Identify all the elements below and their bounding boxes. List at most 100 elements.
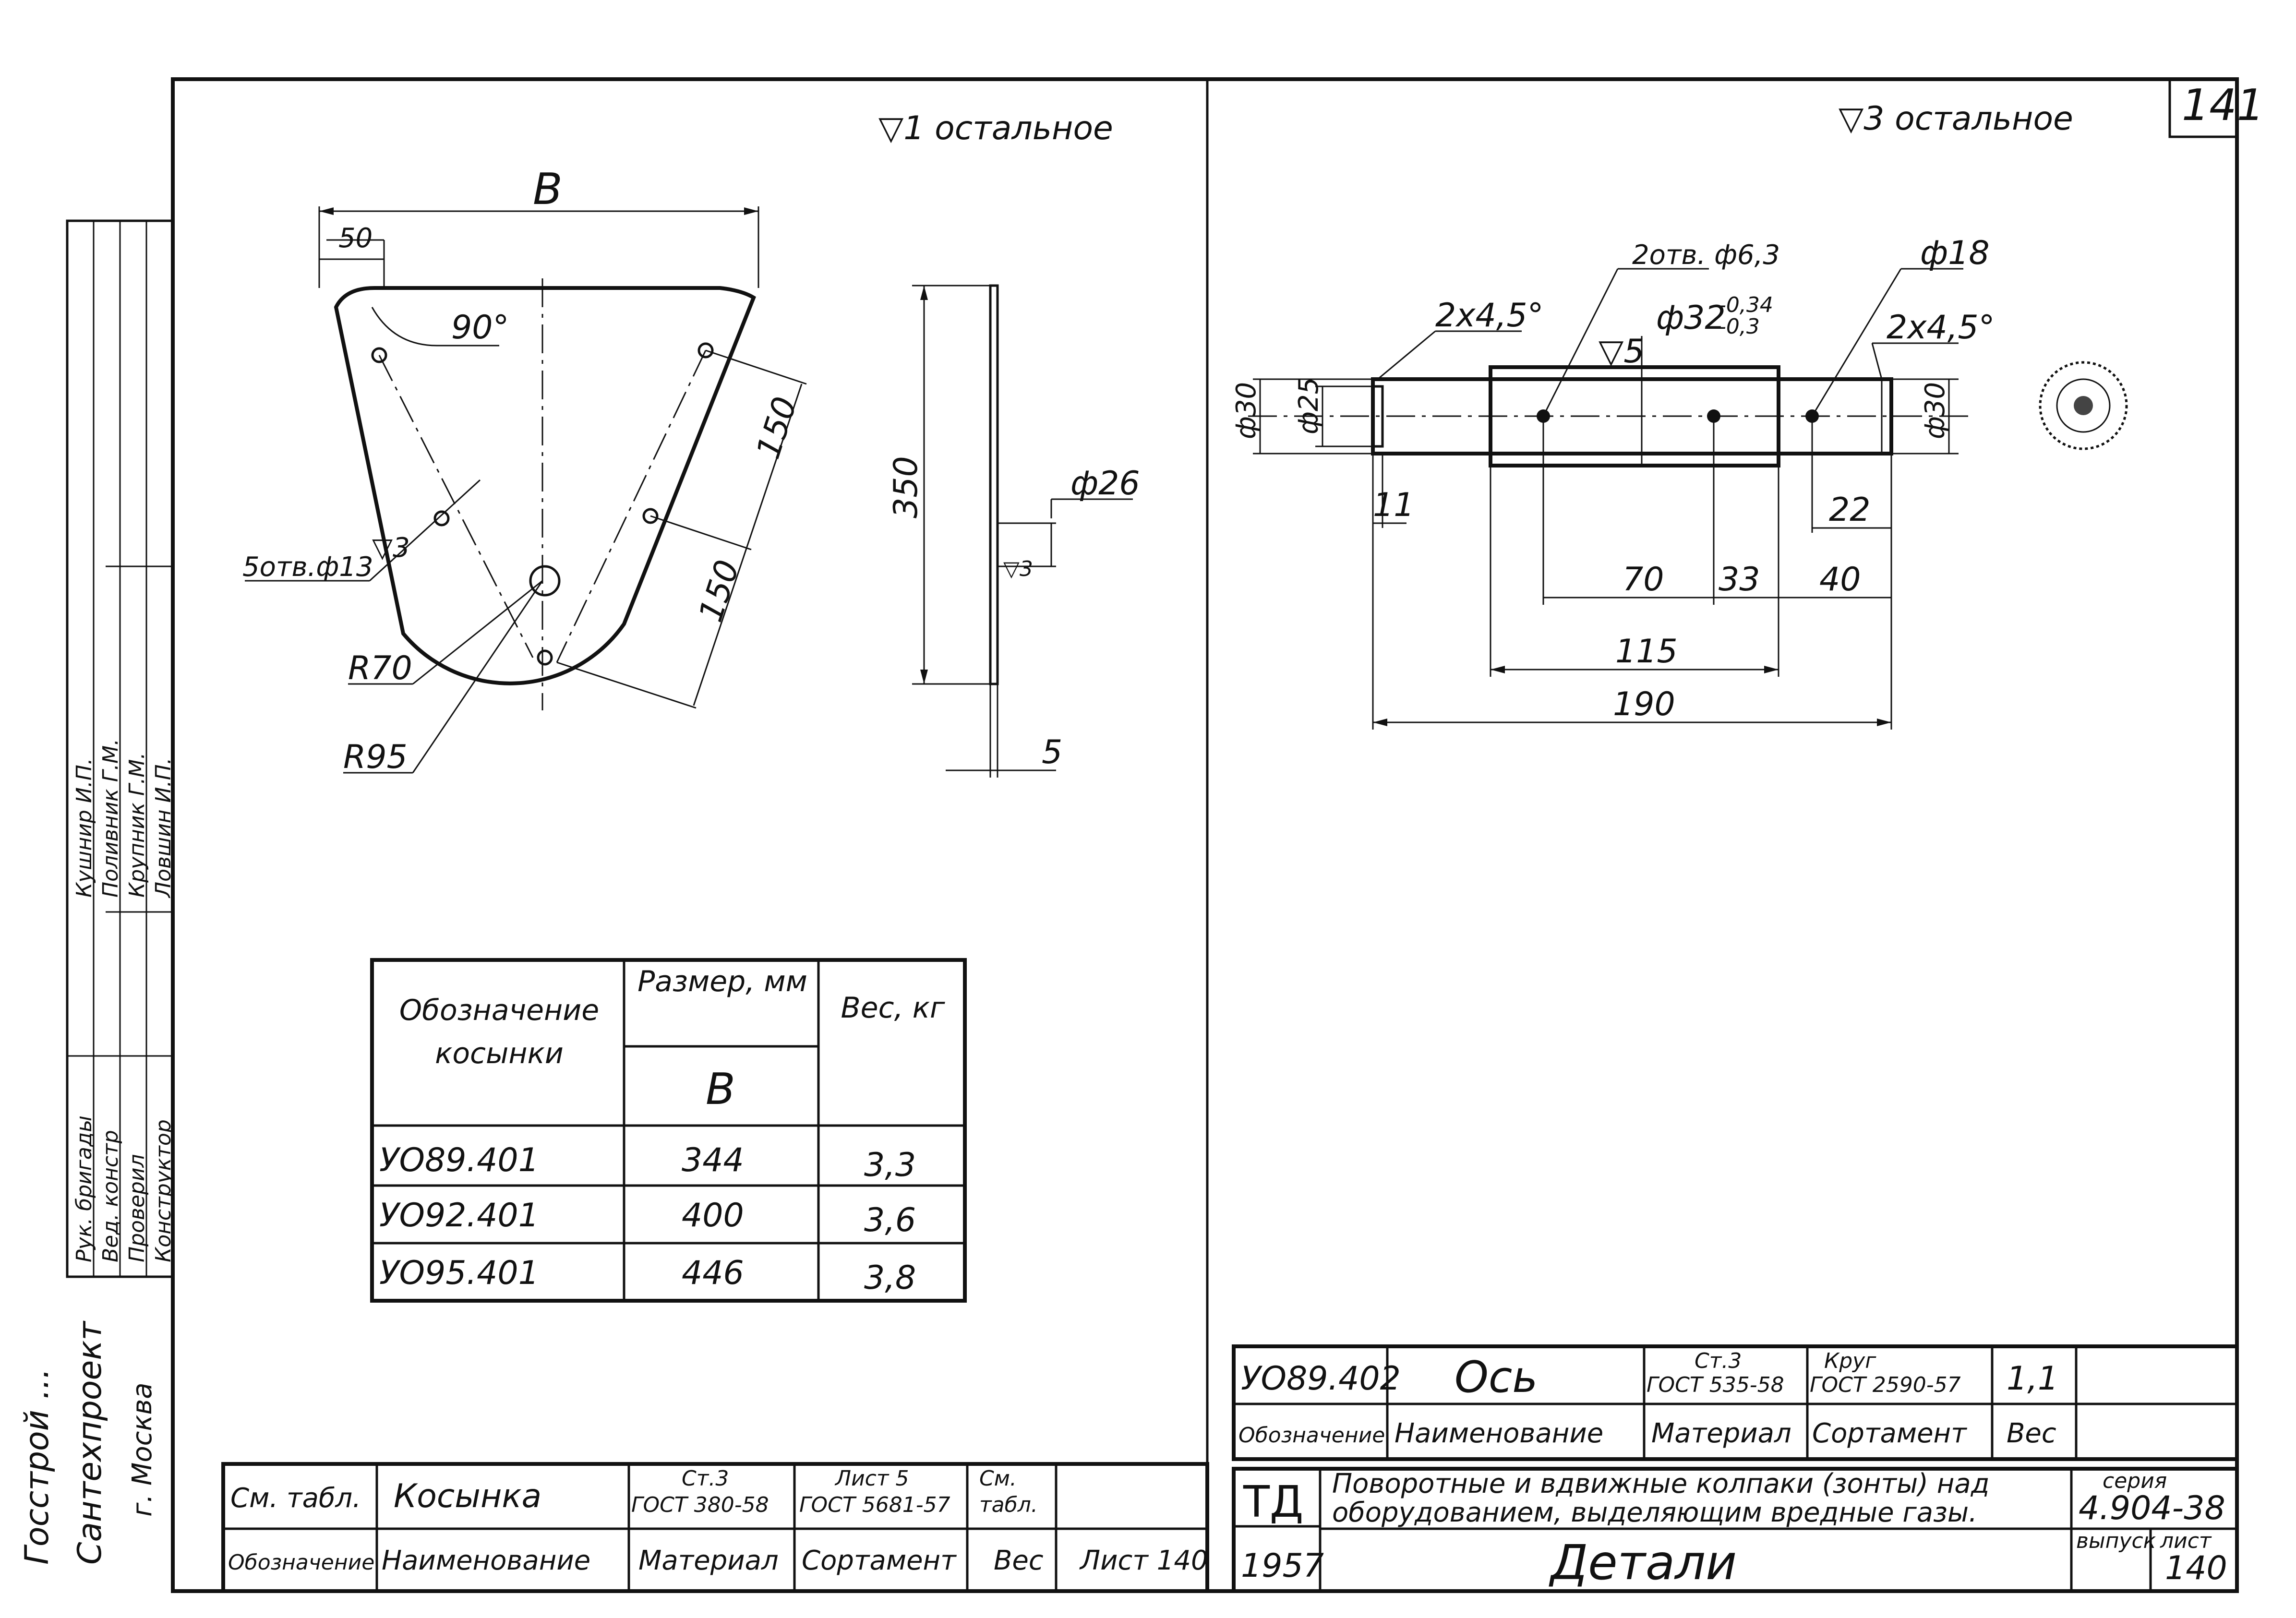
- tb-gusset-h-designation: Обозначение: [228, 1550, 374, 1575]
- series-value: 4.904-38: [2079, 1489, 2225, 1527]
- tb-gusset-weight-1: См.: [979, 1466, 1017, 1491]
- gusset-dim-50: 50: [338, 223, 373, 254]
- name-2: Крупник Г.М.: [125, 753, 149, 898]
- axle-d22: 22: [1829, 491, 1871, 529]
- axle-phi32-tol-lower: -0,3: [1719, 314, 1760, 339]
- main-title-block: [1232, 1467, 2239, 1593]
- axle-d33: 33: [1719, 561, 1760, 599]
- org-line1: Госстрой ...: [18, 1368, 56, 1565]
- tb-gusset-sortament-2: ГОСТ 5681-57: [799, 1493, 950, 1517]
- gusset-side-350: 350: [887, 456, 925, 518]
- role-0: Рук. бригады: [72, 1115, 96, 1262]
- axle-d190: 190: [1613, 685, 1675, 723]
- table-row-1-b: 400: [682, 1197, 744, 1234]
- gusset-side-5: 5: [1042, 733, 1062, 771]
- tb-axle-h-weight: Вес: [2007, 1418, 2056, 1449]
- axle-phi32-tol-upper: -0,34: [1719, 293, 1773, 317]
- axle-view: [1248, 268, 1968, 730]
- axle-d11: 11: [1373, 486, 1415, 524]
- tb-axle-name: Ось: [1455, 1352, 1538, 1402]
- gusset-roughness-note: ▽1 остальное: [878, 109, 1113, 147]
- org-line3: г. Москва: [127, 1382, 158, 1517]
- axle-d70: 70: [1623, 561, 1664, 599]
- gusset-side-phi26: ф26: [1070, 465, 1140, 503]
- tb-axle-sortament-2: ГОСТ 2590-57: [1810, 1373, 1961, 1397]
- name-1: Поливник Г.М.: [98, 739, 123, 898]
- tb-gusset-sheet-ref: Лист 140: [1079, 1545, 1208, 1576]
- td-mark: ТД: [1243, 1477, 1303, 1527]
- tb-gusset-weight-2: табл.: [979, 1493, 1038, 1517]
- axle-phi32: ф32: [1656, 299, 1726, 337]
- axle-rough5: ▽5: [1599, 333, 1645, 371]
- tb-axle-h-name: Наименование: [1394, 1418, 1603, 1449]
- organization-stamp: Госстрой ... Сантехпроект г. Москва: [18, 1320, 158, 1565]
- axle-d115: 115: [1615, 633, 1678, 671]
- table-col1-header: Обозначение косынки: [399, 994, 600, 1070]
- tb-gusset-h-weight: Вес: [994, 1545, 1044, 1576]
- tb-axle-sortament-1: Круг: [1824, 1349, 1876, 1373]
- project-title-line2: оборудованием, выделяющим вредные газы.: [1332, 1497, 1977, 1528]
- gusset-r70: R70: [348, 649, 412, 687]
- series-label: серия: [2103, 1469, 2167, 1493]
- tb-axle-material-2: ГОСТ 535-58: [1647, 1373, 1784, 1397]
- gusset-holes-roughness: ▽3: [372, 532, 410, 563]
- axle-title-block: [1232, 1344, 2239, 1461]
- axle-chamfer-right: 2х4,5°: [1887, 309, 1995, 347]
- table-row: УО95.401 446 3,8: [379, 1254, 916, 1297]
- table-col2-header: Размер, мм: [637, 965, 807, 998]
- signature-roles: Рук. бригады Вед. констр Проверил Констр…: [72, 1115, 176, 1262]
- table-row-1-code: УО92.401: [379, 1197, 539, 1234]
- table-row-2-weight: 3,8: [864, 1259, 916, 1297]
- table-col3-header: Вес, кг: [841, 991, 945, 1025]
- gusset-r95: R95: [343, 738, 408, 776]
- signature-strip: [66, 219, 174, 1278]
- axle-roughness-note: ▽3 остальное: [1839, 100, 2073, 138]
- table-row-0-code: УО89.401: [379, 1141, 539, 1179]
- tb-axle-h-sortament: Сортамент: [1812, 1418, 1967, 1449]
- gusset-dim-150b: 150: [692, 555, 747, 626]
- gusset-holes: 5отв.ф13: [242, 551, 373, 583]
- gusset-plate-view: [245, 206, 807, 774]
- axle-phi30-right: ф30: [1920, 382, 1951, 439]
- tb-axle-material-1: Ст.3: [1695, 1349, 1742, 1373]
- tb-axle-h-material: Материал: [1651, 1418, 1791, 1449]
- gusset-table-grid: [370, 958, 967, 1303]
- name-0: Кушнир И.П.: [72, 758, 96, 898]
- issue-label: выпуск: [2076, 1529, 2156, 1553]
- role-1: Вед. констр: [98, 1130, 123, 1262]
- table-row-1-weight: 3,6: [864, 1201, 916, 1239]
- tb-axle-code: УО89.402: [1241, 1360, 1401, 1398]
- table-col2-sub: B: [706, 1064, 735, 1115]
- sheet-value: 140: [2165, 1549, 2227, 1587]
- gusset-side-view: [912, 284, 1133, 778]
- project-title-line1: Поворотные и вдвижные колпаки (зонты) на…: [1332, 1468, 1989, 1499]
- tb-gusset-sortament-1: Лист 5: [834, 1466, 909, 1491]
- gusset-dim-b: B: [533, 164, 563, 215]
- signature-names: Кушнир И.П. Поливник Г.М. Крупник Г.М. Л…: [72, 739, 176, 899]
- tb-gusset-h-material: Материал: [638, 1545, 779, 1576]
- gusset-dim-90: 90°: [451, 309, 509, 347]
- sheet-label: лист: [2160, 1529, 2212, 1553]
- drawing-title: Детали: [1549, 1534, 1737, 1591]
- project-year: 1957: [1241, 1547, 1324, 1585]
- tb-axle-h-designation: Обозначение: [1238, 1423, 1385, 1448]
- table-row-0-weight: 3,3: [864, 1146, 916, 1184]
- role-3: Конструктор: [151, 1119, 176, 1262]
- tb-axle-weight: 1,1: [2007, 1360, 2058, 1398]
- axle-phi18: ф18: [1920, 234, 1990, 272]
- tb-gusset-h-sortament: Сортамент: [802, 1545, 957, 1576]
- sheet-number: 141: [2182, 80, 2264, 131]
- tb-sh-table: См. табл.: [230, 1483, 361, 1514]
- org-line2: Сантехпроект: [71, 1320, 109, 1565]
- axle-phi30-left: ф30: [1231, 382, 1262, 439]
- table-row-0-b: 344: [682, 1141, 744, 1179]
- axle-d40: 40: [1819, 561, 1861, 599]
- table-row-2-b: 446: [682, 1254, 744, 1292]
- tb-gusset-name: Косынка: [394, 1477, 541, 1515]
- name-3: Ловшин И.П.: [151, 757, 176, 899]
- role-2: Проверил: [125, 1154, 149, 1262]
- axle-holes: 2отв. ф6,3: [1632, 240, 1780, 271]
- table-row-2-code: УО95.401: [379, 1254, 539, 1292]
- axle-phi25: ф25: [1293, 377, 1324, 434]
